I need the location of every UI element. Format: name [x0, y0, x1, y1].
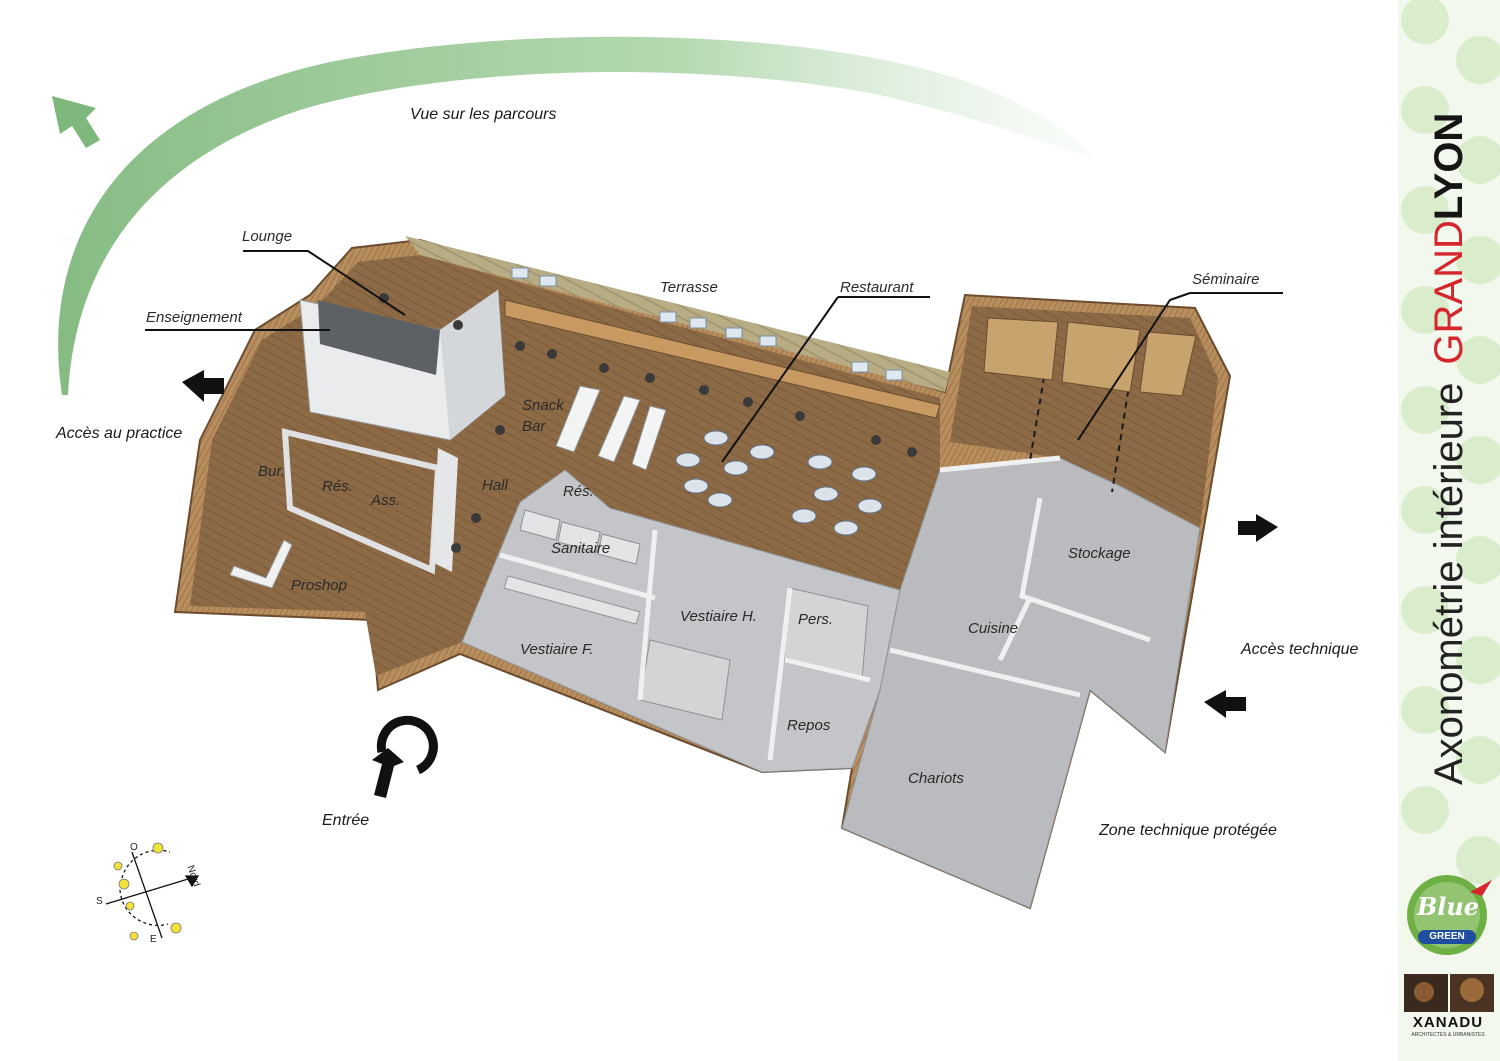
xanadu-subtitle: ARCHITECTES & URBANISTES: [1411, 1032, 1485, 1038]
technical-access-arrow[interactable]: [1204, 690, 1246, 718]
room-label-res-left: Rés.: [322, 478, 353, 495]
brand-grand: GRAND: [1427, 220, 1471, 365]
brand-lyon: LYON: [1427, 112, 1471, 221]
compass-south-label: S: [96, 896, 103, 907]
side-title: Axonométrie intérieure GRANDLYON: [1424, 113, 1474, 785]
access-label-technique: Accès technique: [1241, 641, 1359, 658]
room-label-enseignement: Enseignement: [146, 309, 242, 326]
room-label-cuisine: Cuisine: [968, 620, 1019, 637]
room-label-repos: Repos: [787, 717, 831, 734]
compass-east-label: E: [150, 934, 157, 945]
side-bubbles: [1398, 0, 1500, 1061]
room-label-sanitaire: Sanitaire: [551, 540, 611, 557]
building: [173, 236, 1232, 910]
xanadu-name: XANADU: [1412, 1014, 1484, 1031]
leader-lines: [145, 250, 1283, 463]
bluegreen-logo: [1407, 875, 1492, 955]
zone-technique-label: Zone technique protégée: [1099, 822, 1277, 839]
exit-arrow[interactable]: [1238, 514, 1278, 542]
room-label-snack: Snack: [522, 397, 564, 414]
room-label-bar: Bar: [522, 418, 546, 435]
room-label-proshop: Proshop: [291, 577, 347, 594]
compass: [105, 842, 200, 941]
room-label-vestiaire-f: Vestiaire F.: [520, 641, 594, 658]
xanadu-logo: [1404, 974, 1494, 1012]
bluegreen-logo-blue: Blue: [1416, 892, 1480, 921]
compass-west-label: O: [130, 842, 138, 853]
room-label-terrasse: Terrasse: [660, 279, 718, 296]
view-label: Vue sur les parcours: [410, 106, 557, 123]
access-label-entree: Entrée: [322, 812, 370, 829]
room-label-pers: Pers.: [798, 611, 834, 628]
side-subtitle: Axonométrie intérieure: [1427, 382, 1471, 785]
room-label-stockage: Stockage: [1068, 545, 1131, 562]
room-label-seminaire: Séminaire: [1192, 271, 1260, 288]
room-label-hall: Hall: [482, 477, 508, 494]
access-label-practice: Accès au practice: [56, 425, 183, 442]
bluegreen-logo-green: GREEN: [1429, 931, 1465, 942]
room-label-chariots: Chariots: [908, 770, 964, 787]
practice-arrow[interactable]: [182, 370, 224, 402]
room-label-vestiaire-h: Vestiaire H.: [680, 608, 757, 625]
entrance-arrow[interactable]: [372, 715, 438, 798]
room-label-bur: Bur.: [258, 463, 285, 480]
view-arc: [52, 36, 1095, 396]
room-label-res-center: Rés.: [563, 483, 594, 500]
room-label-restaurant: Restaurant: [840, 279, 914, 296]
room-label-lounge: Lounge: [242, 228, 293, 245]
room-label-ass: Ass.: [371, 492, 401, 509]
